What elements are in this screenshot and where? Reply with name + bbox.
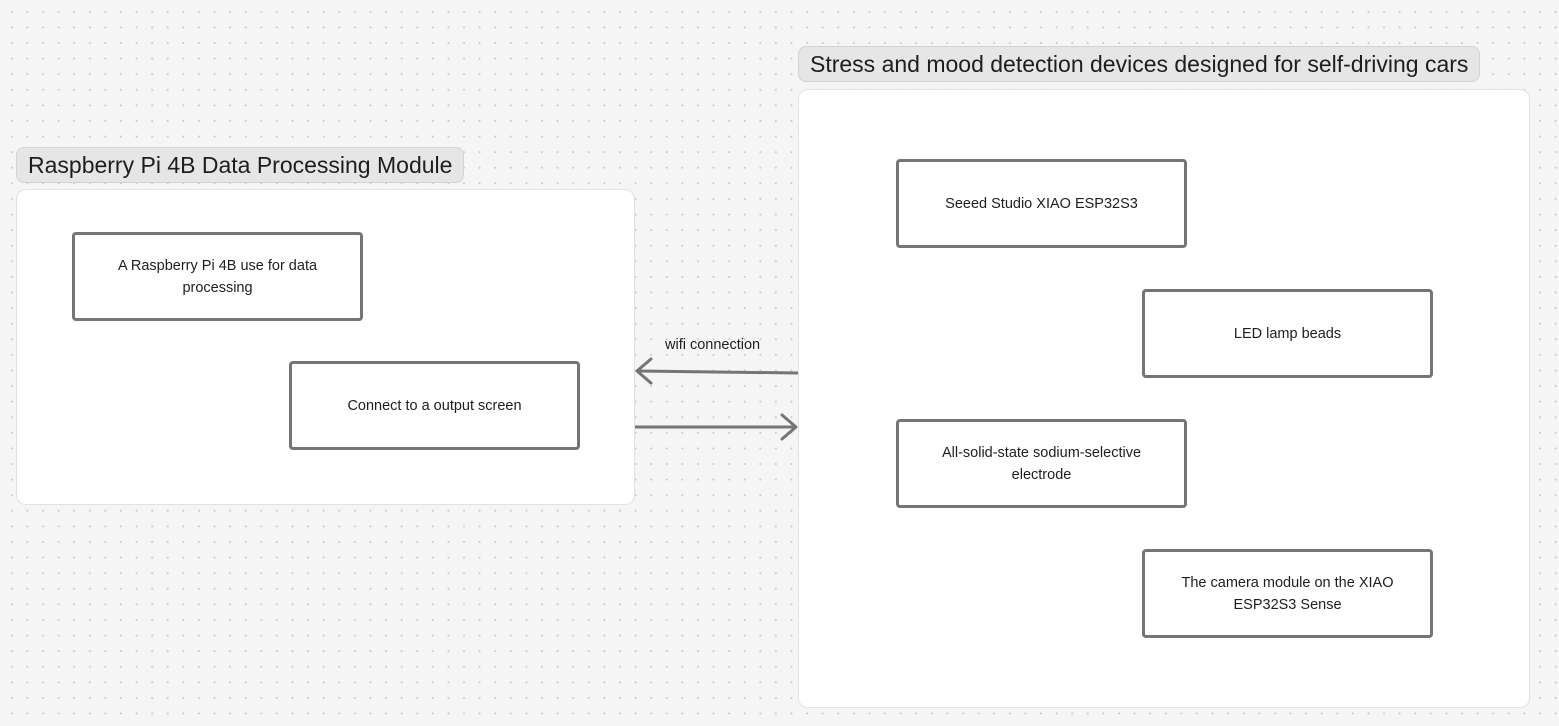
sodium-electrode-node[interactable]: All-solid-state sodium-selective electro… xyxy=(896,419,1187,508)
wifi-connection-label: wifi connection xyxy=(665,337,761,353)
arrow-to-devices[interactable] xyxy=(635,413,798,441)
led-lamp-beads-node[interactable]: LED lamp beads xyxy=(1142,289,1433,378)
raspberry-pi-node[interactable]: A Raspberry Pi 4B use for data processin… xyxy=(72,232,363,321)
output-screen-node[interactable]: Connect to a output screen xyxy=(289,361,580,450)
camera-module-node[interactable]: The camera module on the XIAO ESP32S3 Se… xyxy=(1142,549,1433,638)
wifi-arrow-to-processing[interactable] xyxy=(635,357,799,385)
xiao-esp32s3-node[interactable]: Seeed Studio XIAO ESP32S3 xyxy=(896,159,1187,248)
processing-section-title: Raspberry Pi 4B Data Processing Module xyxy=(16,147,465,183)
devices-section-title: Stress and mood detection devices design… xyxy=(798,46,1481,82)
